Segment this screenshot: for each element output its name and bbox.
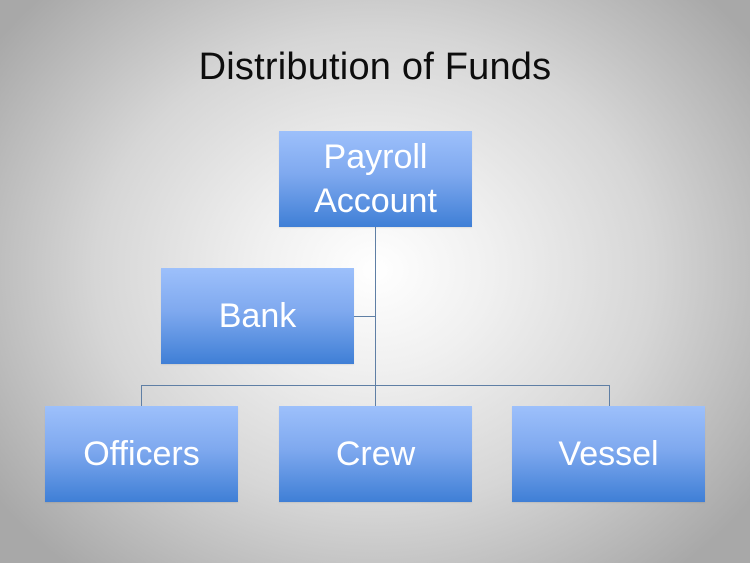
connector-vessel bbox=[609, 385, 610, 406]
node-officers-label: Officers bbox=[83, 435, 200, 473]
node-crew-label: Crew bbox=[335, 435, 416, 473]
connector-bank bbox=[354, 316, 375, 317]
connector-root-trunk bbox=[375, 227, 376, 385]
node-payroll-account-line2: Account bbox=[314, 182, 437, 220]
node-vessel-label: Vessel bbox=[558, 435, 659, 473]
node-bank-label: Bank bbox=[218, 297, 297, 335]
slide-title: Distribution of Funds bbox=[198, 46, 552, 88]
node-crew: Crew bbox=[279, 406, 472, 502]
node-officers: Officers bbox=[45, 406, 238, 502]
node-bank: Bank bbox=[161, 268, 354, 364]
node-payroll-account-line1: Payroll bbox=[323, 138, 428, 176]
node-payroll-account: Payroll Account bbox=[279, 131, 472, 227]
connector-officers bbox=[141, 385, 142, 406]
node-vessel: Vessel bbox=[512, 406, 705, 502]
connector-crew bbox=[375, 385, 376, 406]
